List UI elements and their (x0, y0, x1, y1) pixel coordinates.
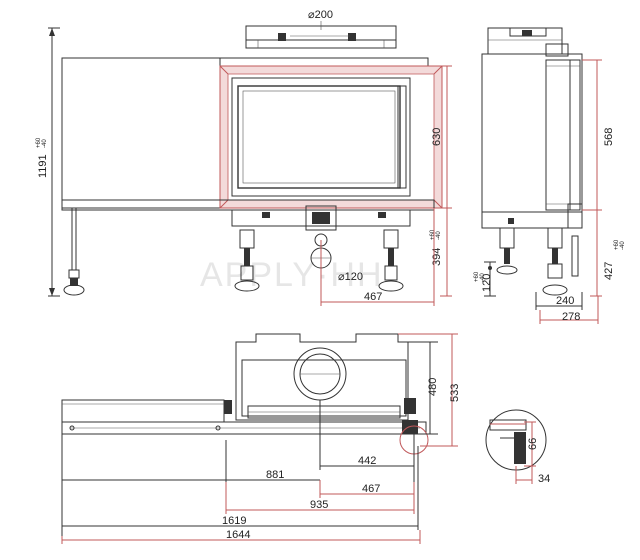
center-881-label: 881 (266, 469, 284, 481)
depth-480-label: 480 (427, 378, 439, 396)
svg-text:+60: +60 (36, 137, 42, 148)
foot-height-label: 120 (481, 274, 493, 292)
air-inlet-diameter-label: ⌀120 (338, 271, 363, 283)
svg-text:+60: +60 (474, 271, 480, 282)
detail-34-label: 34 (538, 473, 550, 485)
width-1619-label: 1619 (222, 515, 246, 527)
front-leg-height-label: 394 (431, 248, 443, 266)
svg-text:+60: +60 (430, 229, 436, 240)
total-height-label: 1191 (37, 154, 49, 178)
svg-text:+60: +60 (614, 239, 620, 250)
svg-text:-40: -40 (436, 231, 442, 240)
glass-height-label: 568 (603, 128, 615, 146)
center-442-label: 442 (358, 455, 376, 467)
door-height-label: 630 (431, 128, 443, 146)
svg-text:-40: -40 (42, 139, 48, 148)
total-depth-label: 278 (562, 311, 580, 323)
door-width-label: 467 (364, 291, 382, 303)
opening-467-label: 467 (362, 483, 380, 495)
front-view: ⌀200 (36, 9, 452, 306)
depth-533-label: 533 (449, 384, 461, 402)
front-legs (234, 229, 404, 292)
side-view: 568 427 +60 -40 120 +60 -40 240 278 (474, 27, 626, 324)
side-leg-height-label: 427 (603, 262, 615, 280)
svg-text:-40: -40 (620, 241, 626, 250)
width-935-label: 935 (310, 499, 328, 511)
detail-66-label: 66 (527, 438, 539, 450)
watermark: APPLY·HH (200, 256, 384, 294)
body-depth-label: 240 (556, 295, 574, 307)
flue-diameter-label: ⌀200 (308, 9, 333, 21)
top-view: 480 533 442 881 467 935 1619 1644 (61, 333, 461, 544)
svg-text:-40: -40 (480, 273, 486, 282)
width-1644-label: 1644 (226, 529, 250, 541)
detail-view: 66 34 (485, 409, 550, 485)
